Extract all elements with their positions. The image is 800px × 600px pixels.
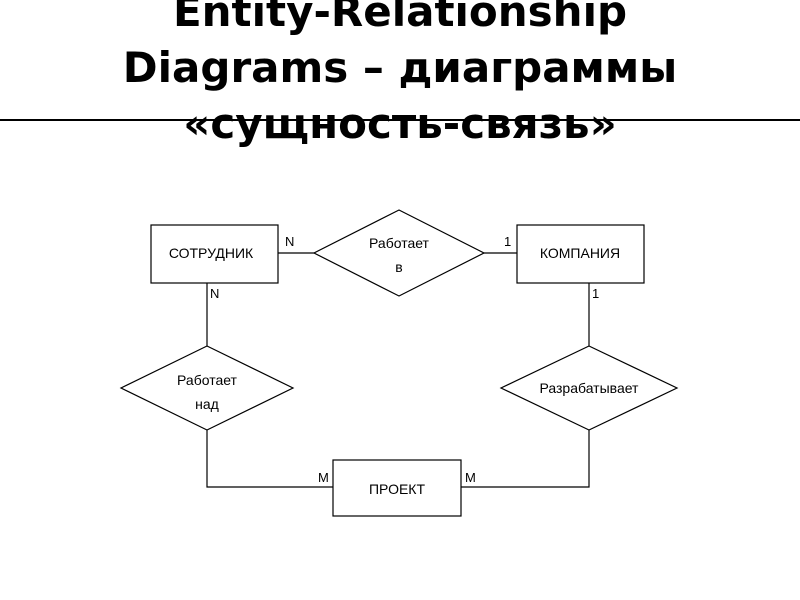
title-line-1: Entity-Relationship [172,0,628,36]
relationship-works-in [312,209,486,297]
entity-project [332,459,462,517]
relationship-develops [499,345,679,431]
cardinality-project-develops: M [465,470,476,485]
entity-project-label: ПРОЕКТ [369,481,425,497]
relationship-works-on-label-2: над [195,396,219,412]
entity-employee-label: СОТРУДНИК [169,245,254,261]
cardinality-employee-works-in: N [285,234,294,249]
title-line-3: «сущность-связь» [183,99,617,148]
title-line-2: Diagrams – диаграммы [122,43,678,92]
slide-title: Entity-Relationship Diagrams – диаграммы… [0,0,800,152]
entity-employee [150,224,279,284]
cardinality-project-works-on: M [318,470,329,485]
relationship-works-in-label-1: Работает [369,235,430,251]
edge-works-on-project [206,430,333,488]
cardinality-company-works-in: 1 [504,234,511,249]
cardinality-company-develops: 1 [592,286,599,301]
relationship-works-on [119,345,295,431]
entity-company [516,224,645,284]
title-divider [0,119,800,121]
edge-develops-project [461,430,590,488]
entity-company-label: КОМПАНИЯ [540,245,620,261]
cardinality-employee-works-on: N [210,286,219,301]
relationship-works-in-label-2: в [395,259,402,275]
relationship-develops-label: Разрабатывает [540,380,640,396]
relationship-works-on-label-1: Работает [177,372,238,388]
